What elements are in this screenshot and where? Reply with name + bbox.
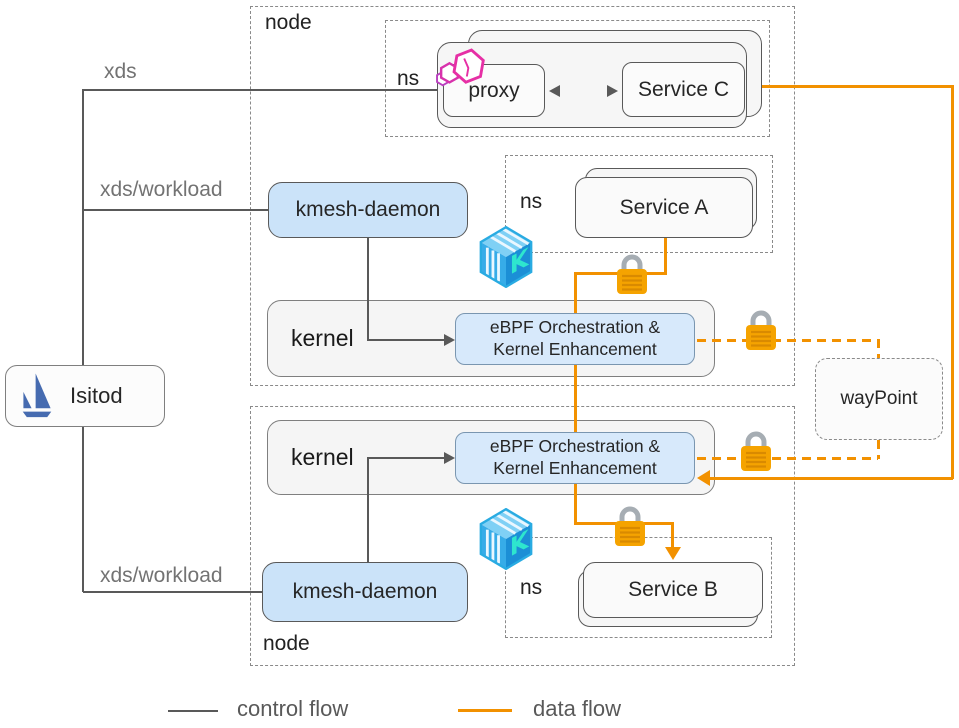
- kmesh-cube-icon-top: K: [478, 225, 534, 289]
- pink-hexagon-stack-icon: [434, 46, 488, 92]
- svg-text:K: K: [510, 525, 530, 564]
- control-flow-line-xds: [83, 89, 437, 91]
- data-flow-dashed-waypoint-bottom: [877, 440, 880, 459]
- legend-data-flow-line: [458, 709, 512, 712]
- service-c-box: Service C: [622, 62, 745, 117]
- ns-proxy-label: ns: [397, 67, 420, 90]
- control-flow-line-xds-workload-bottom: [83, 591, 262, 593]
- proxy-box: proxy: [443, 64, 545, 117]
- node-bottom-label: node: [263, 632, 310, 655]
- service-b-label: Service B: [628, 578, 718, 601]
- istiod-box: Isitod: [5, 365, 165, 427]
- node-bottom-container: [250, 406, 795, 666]
- istiod-label: Isitod: [70, 383, 123, 408]
- data-flow-line-right-edge: [951, 85, 954, 479]
- ns-service-b-label: ns: [520, 576, 543, 599]
- kmesh-daemon-bottom-box: kmesh-daemon: [262, 562, 468, 622]
- data-flow-line-servicea-down: [664, 238, 667, 275]
- xds-edge-label: xds: [104, 60, 137, 83]
- control-flow-line-daemon-kernel-top: [367, 238, 369, 341]
- ebpf-box-bottom: eBPF Orchestration & Kernel Enhancement: [455, 432, 695, 484]
- arrowhead-servicec: [607, 84, 618, 97]
- arrowhead-ebpf-bottom: [444, 451, 455, 464]
- proxy-label: proxy: [468, 78, 520, 102]
- svg-text:K: K: [510, 243, 530, 282]
- node-top-label: node: [265, 11, 312, 34]
- ns-service-a-container: [505, 155, 773, 253]
- kmesh-daemon-top-label: kmesh-daemon: [295, 198, 441, 221]
- waypoint-box: wayPoint: [815, 358, 943, 440]
- legend-data-flow-label: data flow: [533, 696, 622, 721]
- ns-proxy-container: [385, 20, 770, 137]
- padlock-icon-service-b: [613, 502, 647, 548]
- istio-sail-icon: [20, 372, 54, 420]
- padlock-icon-waypoint-bottom: [739, 427, 773, 473]
- waypoint-label: wayPoint: [840, 388, 918, 409]
- ebpf-bottom-line1: eBPF Orchestration &: [489, 436, 661, 457]
- control-flow-line-into-ebpf-bottom: [367, 457, 447, 459]
- kmesh-daemon-top-box: kmesh-daemon: [268, 182, 468, 238]
- control-flow-line-istiod-up: [82, 89, 84, 365]
- data-flow-dashed-waypoint-top: [877, 339, 880, 359]
- kmesh-cube-icon-bottom: K: [478, 507, 534, 571]
- node-top-container: [250, 6, 795, 386]
- data-flow-dashed-waypoint-to-ebpf: [697, 457, 878, 460]
- kmesh-daemon-bottom-label: kmesh-daemon: [292, 580, 438, 603]
- service-b-box: Service B: [583, 562, 763, 618]
- service-a-box: Service A: [575, 177, 753, 238]
- data-flow-line-vertical-main: [574, 272, 577, 524]
- service-a-label: Service A: [619, 195, 709, 219]
- control-flow-line-daemon-kernel-bottom: [367, 458, 369, 562]
- padlock-icon-waypoint-top: [744, 306, 778, 352]
- ebpf-bottom-line2: Kernel Enhancement: [493, 458, 657, 478]
- arrowhead-serviceb: [664, 547, 681, 560]
- control-flow-line-into-ebpf-top: [367, 339, 447, 341]
- arrowhead-ebpf-bottom-right: [697, 470, 710, 486]
- data-flow-line-serviceb-down: [671, 522, 674, 549]
- kernel-label-top: kernel: [291, 325, 354, 351]
- arrowhead-ebpf-top: [444, 333, 455, 346]
- legend-control-flow-line: [168, 710, 218, 712]
- data-flow-line-into-ebpf-bottom: [707, 477, 953, 480]
- service-c-label: Service C: [637, 77, 730, 101]
- kernel-label-bottom: kernel: [291, 444, 354, 470]
- control-flow-line-istiod-down: [82, 427, 84, 592]
- data-flow-dashed-ebpf-to-waypoint: [697, 339, 879, 342]
- arrowhead-proxy: [549, 84, 560, 97]
- legend-control-flow-label: control flow: [237, 696, 349, 721]
- ebpf-top-line1: eBPF Orchestration &: [489, 317, 661, 338]
- xds-workload-bottom-edge-label: xds/workload: [100, 564, 223, 587]
- data-flow-line-servicec-right: [760, 85, 953, 88]
- padlock-icon-service-a: [615, 250, 649, 296]
- ebpf-top-line2: Kernel Enhancement: [493, 339, 657, 359]
- ns-service-a-label: ns: [520, 190, 543, 213]
- ebpf-box-top: eBPF Orchestration & Kernel Enhancement: [455, 313, 695, 365]
- control-flow-line-xds-workload-top: [83, 209, 268, 211]
- xds-workload-top-edge-label: xds/workload: [100, 178, 223, 201]
